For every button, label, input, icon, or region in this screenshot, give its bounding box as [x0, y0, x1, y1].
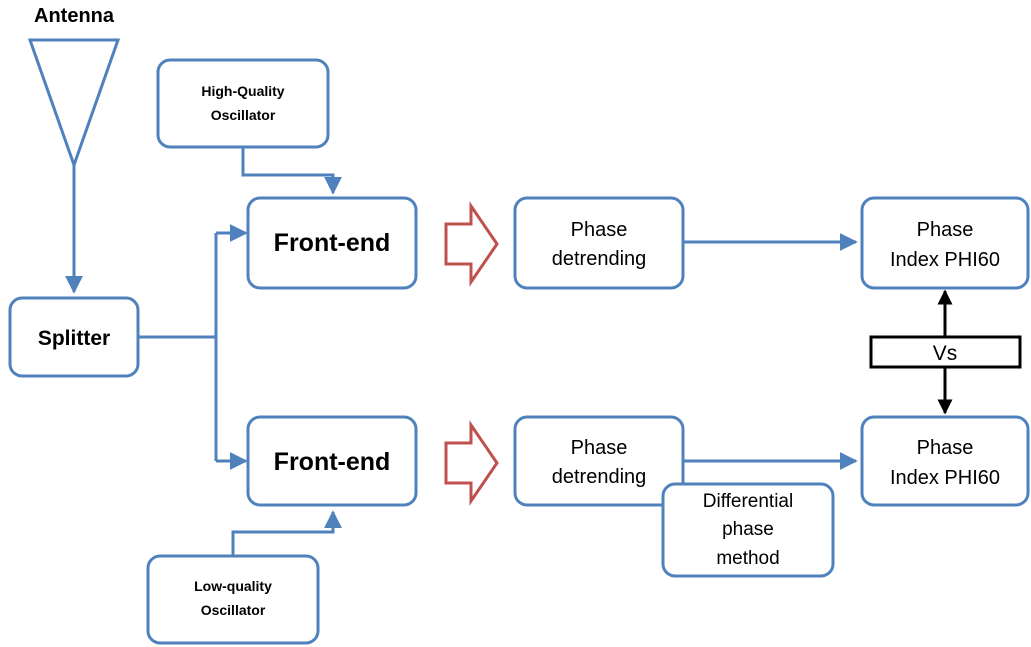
vs-box: Vs	[869, 335, 1022, 369]
antenna-icon	[27, 38, 121, 170]
lq-oscillator-line2: Oscillator	[201, 602, 266, 618]
detrend-top-line2: detrending	[552, 248, 647, 270]
detrend-bottom-line2: detrending	[552, 466, 647, 488]
splitter-branch-connector	[138, 233, 218, 461]
lq-oscillator-line1: Low-quality	[194, 578, 272, 594]
splitter-label: Splitter	[38, 327, 110, 350]
hq-oscillator-line2: Oscillator	[211, 107, 276, 123]
detrend-bottom-block: Phase detrending	[513, 415, 685, 507]
splitter-block: Splitter	[8, 296, 140, 378]
detrend-bottom-line1: Phase	[571, 437, 628, 459]
hq-oscillator-block: High-Quality Oscillator	[156, 58, 330, 149]
phi-bottom-block: Phase Index PHI60	[860, 415, 1030, 507]
antenna-title: Antenna	[34, 5, 115, 27]
phi-top-block: Phase Index PHI60	[860, 196, 1030, 290]
detrend-top-line1: Phase	[571, 219, 628, 241]
lq-oscillator-block: Low-quality Oscillator	[146, 554, 320, 645]
phi-top-line1: Phase	[917, 219, 974, 241]
differential-line2: phase	[722, 519, 774, 540]
frontend-top-block: Front-end	[246, 196, 418, 290]
frontend-top-label: Front-end	[274, 229, 391, 257]
differential-block: Differential phase method	[661, 482, 835, 578]
differential-line1: Differential	[703, 491, 793, 512]
phi-bottom-line2: Index PHI60	[890, 467, 1000, 489]
hq-oscillator-to-frontend-connector	[241, 147, 342, 195]
hollow-arrow-bottom-icon	[444, 420, 499, 506]
phi-top-line2: Index PHI60	[890, 249, 1000, 271]
phi-bottom-line1: Phase	[917, 437, 974, 459]
vs-label: Vs	[933, 342, 958, 365]
frontend-bottom-block: Front-end	[246, 415, 418, 507]
frontend-bottom-label: Front-end	[274, 448, 391, 476]
hq-oscillator-line1: High-Quality	[201, 83, 284, 99]
detrend-top-block: Phase detrending	[513, 196, 685, 290]
lq-oscillator-to-frontend-connector	[231, 510, 342, 556]
differential-line3: method	[716, 548, 779, 569]
hollow-arrow-top-icon	[444, 201, 499, 287]
